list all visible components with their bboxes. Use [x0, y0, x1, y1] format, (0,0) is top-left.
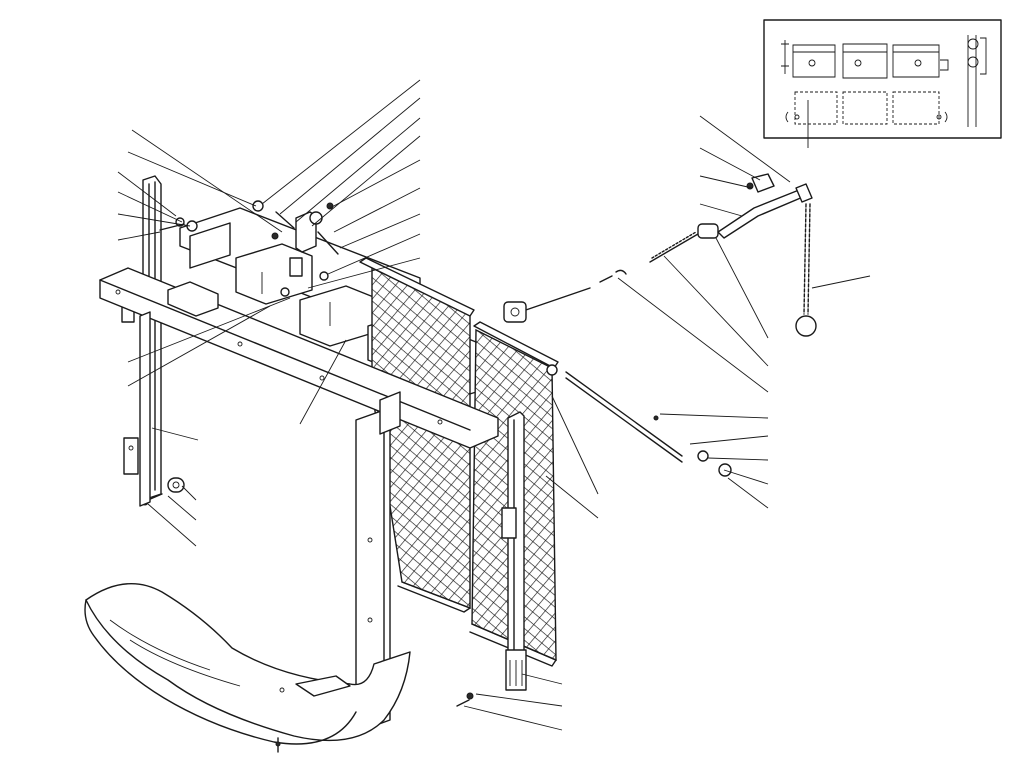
- inset-shutter-detail: [763, 19, 1002, 148]
- top-hardware: [159, 200, 339, 281]
- left-side-bracket: [121, 175, 185, 506]
- leader-lines: [117, 79, 871, 731]
- right-side-bracket: [456, 411, 527, 707]
- pull-chain: [803, 203, 811, 315]
- control-lever: [717, 173, 813, 239]
- pull-knob: [795, 315, 817, 337]
- control-rod: [503, 223, 732, 477]
- frame-support-rail: [84, 582, 411, 753]
